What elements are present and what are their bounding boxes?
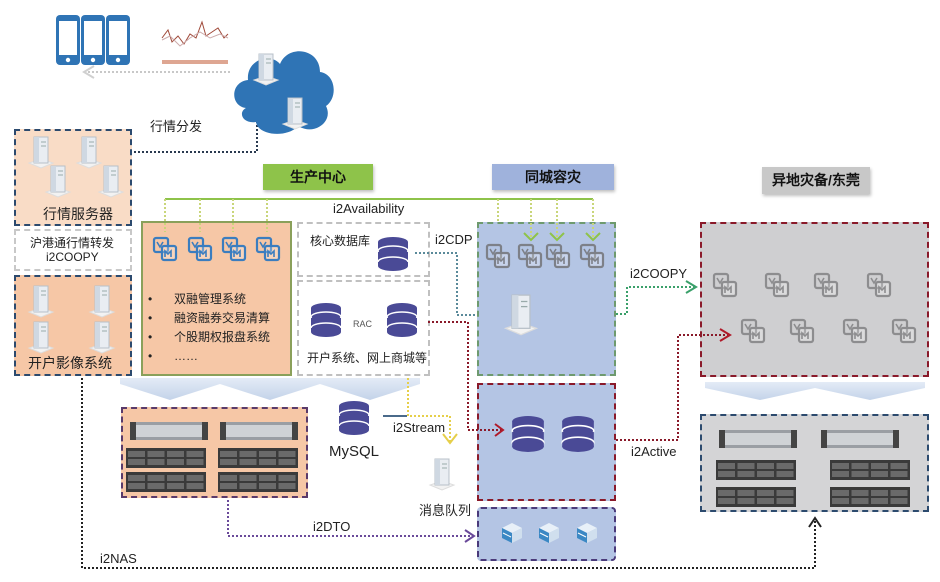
stock-chart-thumbnail bbox=[160, 8, 230, 75]
market-servers-label: 行情服务器 bbox=[43, 206, 113, 222]
availability-label: i2Availability bbox=[333, 201, 405, 216]
vm-icon bbox=[152, 236, 178, 267]
mobile-phone-icon bbox=[105, 14, 131, 71]
rack-server-icon bbox=[220, 420, 298, 447]
nas-node-icon bbox=[500, 522, 524, 549]
system-item: •融资融券交易清算 bbox=[148, 311, 271, 325]
mysql-label: MySQL bbox=[329, 443, 380, 460]
chevron-band-production bbox=[120, 378, 420, 400]
database-icon bbox=[310, 302, 342, 343]
cdp-label: i2CDP bbox=[435, 232, 473, 247]
vm-icon bbox=[764, 272, 790, 303]
storage-array-icon bbox=[716, 460, 796, 485]
vm-icon bbox=[789, 318, 815, 349]
production-systems-list: •双融管理系统 •融资融券交易清算 •个股期权报盘系统 •…… bbox=[148, 290, 270, 366]
server-tower-icon bbox=[27, 318, 55, 359]
storage-array-icon bbox=[218, 472, 298, 497]
system-item: •双融管理系统 bbox=[148, 292, 247, 306]
nas-node-icon bbox=[537, 522, 561, 549]
vm-icon bbox=[221, 236, 247, 267]
storage-array-icon bbox=[716, 487, 796, 512]
vm-icon bbox=[813, 272, 839, 303]
server-tower-icon bbox=[252, 50, 280, 91]
server-tower-icon bbox=[27, 133, 55, 174]
dto-label: i2DTO bbox=[313, 519, 351, 534]
vm-icon bbox=[255, 236, 281, 267]
coopy-line bbox=[616, 280, 698, 315]
nas-label: i2NAS bbox=[100, 551, 137, 566]
vm-icon bbox=[187, 236, 213, 267]
server-tower-icon bbox=[88, 282, 116, 323]
same-city-dr-title: 同城容灾 bbox=[492, 164, 614, 190]
vm-icon bbox=[579, 243, 605, 274]
server-tower-icon bbox=[281, 94, 309, 135]
chevron-band-remote bbox=[705, 382, 925, 400]
vm-icon bbox=[517, 243, 543, 274]
message-queue-label: 消息队列 bbox=[419, 503, 472, 518]
hk-connect-label: 沪港通行情转发 bbox=[30, 236, 115, 250]
nas-node-icon bbox=[575, 522, 599, 549]
server-tower-icon bbox=[428, 455, 456, 496]
same-city-db-panel bbox=[477, 383, 616, 501]
vm-icon bbox=[891, 318, 917, 349]
mobile-phone-icon bbox=[55, 14, 81, 71]
server-tower-icon bbox=[44, 162, 72, 203]
rack-server-icon bbox=[130, 420, 208, 447]
server-tower-icon bbox=[88, 318, 116, 359]
storage-array-icon bbox=[218, 448, 298, 473]
vm-icon bbox=[740, 318, 766, 349]
vm-icon bbox=[485, 243, 511, 274]
core-db-panel bbox=[297, 222, 430, 277]
remote-vm-panel bbox=[700, 222, 929, 377]
database-icon bbox=[377, 236, 409, 277]
storage-array-icon bbox=[126, 472, 206, 497]
server-tower-icon bbox=[97, 162, 125, 203]
server-tower-icon bbox=[503, 290, 539, 341]
hk-connect-flow-label: i2COOPY bbox=[46, 250, 99, 264]
storage-array-icon bbox=[830, 460, 910, 485]
coopy-label: i2COOPY bbox=[630, 266, 688, 281]
system-item: •…… bbox=[148, 349, 198, 363]
vm-icon bbox=[866, 272, 892, 303]
rac-caption: 开户系统、网上商城等 bbox=[307, 351, 428, 365]
mobile-phone-icon bbox=[80, 14, 106, 71]
database-icon bbox=[338, 400, 370, 441]
storage-array-icon bbox=[126, 448, 206, 473]
market-distribution-label: 行情分发 bbox=[150, 119, 203, 134]
rack-server-icon bbox=[821, 428, 899, 455]
vm-icon bbox=[842, 318, 868, 349]
vm-icon bbox=[545, 243, 571, 274]
server-tower-icon bbox=[27, 282, 55, 323]
server-tower-icon bbox=[75, 133, 103, 174]
core-db-label: 核心数据库 bbox=[310, 234, 371, 248]
storage-array-icon bbox=[830, 487, 910, 512]
vm-icon bbox=[712, 272, 738, 303]
database-icon bbox=[561, 415, 595, 458]
database-icon bbox=[386, 302, 418, 343]
active-label: i2Active bbox=[631, 444, 677, 459]
remote-dr-title: 异地灾备/东莞 bbox=[762, 167, 870, 194]
system-item: •个股期权报盘系统 bbox=[148, 330, 271, 344]
hk-connect-panel bbox=[14, 229, 132, 271]
database-icon bbox=[511, 415, 545, 458]
stream-label: i2Stream bbox=[393, 420, 446, 435]
rac-label: RAC bbox=[353, 319, 373, 329]
rack-server-icon bbox=[719, 428, 797, 455]
production-center-title: 生产中心 bbox=[263, 164, 373, 190]
account-image-label: 开户影像系统 bbox=[28, 355, 112, 371]
